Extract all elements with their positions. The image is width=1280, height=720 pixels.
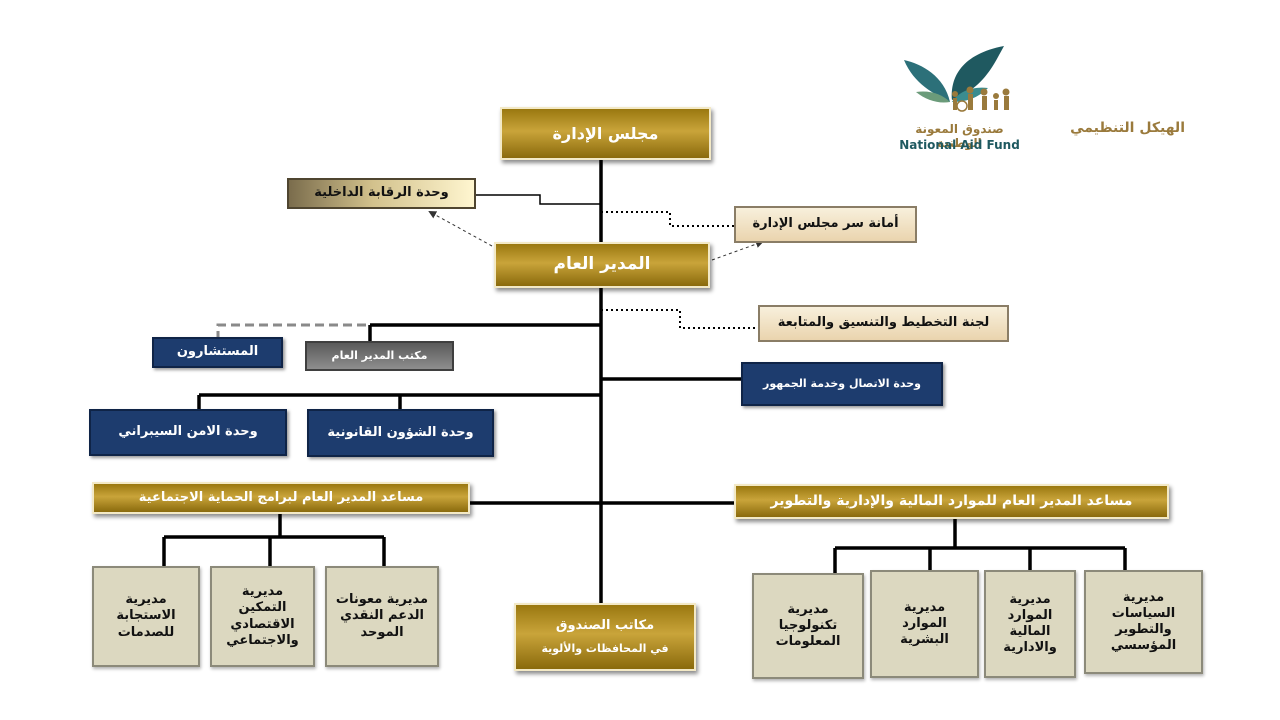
assistant-resources-box: مساعد المدير العام للموارد المالية والإد… (734, 484, 1169, 519)
leaf-logo-icon (904, 46, 1010, 112)
page-title: الهيكل التنظيمي (1070, 120, 1185, 136)
internal-audit-box: وحدة الرقابة الداخلية (287, 178, 476, 209)
logo-english-name: National Aid Fund (899, 138, 1020, 152)
planning-committee-box: لجنة التخطيط والتنسيق والمتابعة (758, 305, 1009, 342)
dir-policies-box: مديرية السياسات والتطوير المؤسسي (1084, 570, 1203, 674)
gd-office-box: مكتب المدير العام (305, 341, 454, 371)
dir-hr-box: مديرية الموارد البشرية (870, 570, 979, 678)
board-box: مجلس الإدارة (500, 107, 711, 160)
dir-cash-support-box: مديرية معونات الدعم النقدي الموحد (325, 566, 439, 667)
legal-affairs-unit-box: وحدة الشؤون القانونية (307, 409, 494, 457)
assistant-social-box: مساعد المدير العام لبرامج الحماية الاجتم… (92, 482, 470, 514)
logo-arabic-name: صندوق المعونة الوطنية (915, 122, 1004, 150)
board-secretariat-box: أمانة سر مجلس الإدارة (734, 206, 917, 243)
communication-unit-box: وحدة الاتصال وخدمة الجمهور (741, 362, 943, 406)
dir-empowerment-box: مديرية التمكين الاقتصادي والاجتماعي (210, 566, 315, 667)
field-offices-box: مكاتب الصندوق في المحافظات والألوية (514, 603, 696, 671)
general-director-box: المدير العام (494, 242, 710, 288)
logo: صندوق المعونة الوطنية National Aid Fund (892, 42, 1027, 154)
advisors-box: المستشارون (152, 337, 283, 368)
dir-it-box: مديرية تكنولوجيا المعلومات (752, 573, 864, 679)
field-offices-subtitle: في المحافظات والألوية (541, 642, 669, 656)
dir-finance-admin-box: مديرية الموارد المالية والادارية (984, 570, 1076, 678)
cyber-security-unit-box: وحدة الامن السيبراني (89, 409, 287, 456)
dir-shock-response-box: مديرية الاستجابة للصدمات (92, 566, 200, 667)
field-offices-title: مكاتب الصندوق (555, 618, 655, 633)
